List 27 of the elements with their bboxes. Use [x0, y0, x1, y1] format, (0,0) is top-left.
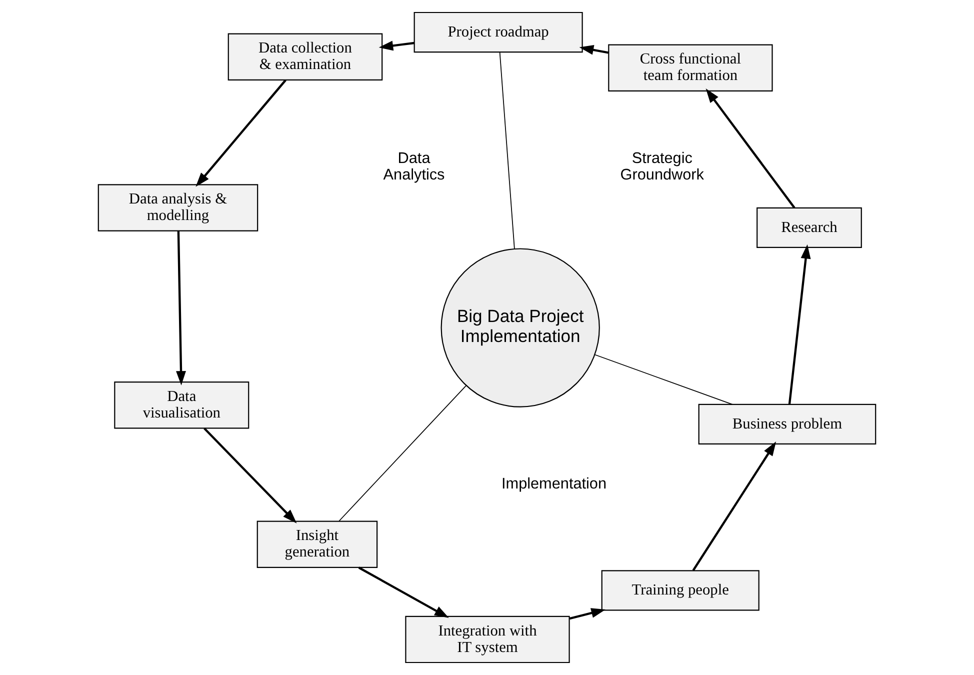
arrow: [358, 566, 449, 618]
arrow: [706, 88, 796, 208]
arrow: [204, 428, 297, 524]
node-box: Integration with IT system: [405, 616, 570, 664]
node-box: Data visualisation: [114, 382, 250, 429]
arrow: [569, 608, 606, 620]
node-box: Business problem: [698, 404, 876, 444]
label: Implementation: [502, 476, 607, 493]
arrow: [788, 244, 811, 404]
connector: [338, 385, 467, 522]
node-box: Cross functional team formation: [608, 44, 773, 92]
label: Strategic Groundwork: [620, 150, 704, 184]
arrow: [579, 44, 609, 55]
connector: [594, 354, 733, 405]
node-box: Research: [756, 207, 862, 248]
arrow: [176, 231, 186, 386]
node-box: Training people: [601, 570, 760, 611]
node-box: Data collection & examination: [228, 33, 383, 80]
node-box: Project roadmap: [414, 12, 583, 53]
node-circle: Big Data Project Implementation: [440, 248, 600, 408]
arrow: [196, 79, 286, 187]
label: Data Analytics: [383, 150, 445, 184]
node-box: Data analysis & modelling: [98, 184, 258, 232]
arrow: [378, 40, 414, 51]
node-box: Insight generation: [256, 520, 378, 568]
arrow: [692, 442, 776, 571]
connector: [499, 52, 515, 250]
